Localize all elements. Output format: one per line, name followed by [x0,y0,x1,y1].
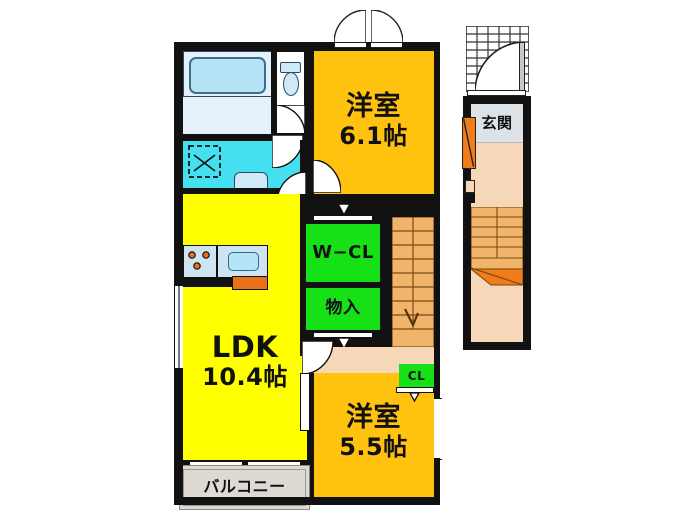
bedroom-upper-label: 洋室 [346,91,401,123]
hall-niche [465,180,475,193]
walk-in-closet [306,224,380,282]
unit-top-wall-mid [366,42,371,51]
ldk-hall-door-swing-icon [302,341,333,374]
entrance-label: 玄関 [481,113,513,132]
unit-left-wall-lower [174,368,183,505]
bedroom-upper-label-group: 洋室 6.1帖 [313,85,434,157]
ldk-window-mullion [178,284,180,370]
storage-label: 物入 [325,298,361,319]
unit-right-wall-lower [434,458,440,505]
toilet-bowl [283,72,299,96]
ldk-right-opening [301,376,308,428]
unit-bottom-wall [174,497,440,505]
bath-washroom-divider [183,134,272,141]
wcl-label-group: W−CL [306,224,380,282]
storage-door-arrow-icon [337,337,351,350]
kitchen-front-bar [183,278,232,287]
closet-small-label-group: CL [399,364,434,388]
bedroom-upper-opening-left [334,42,367,48]
wcl-door [313,215,373,221]
ldk-room [183,194,307,460]
bath-floor [183,96,272,135]
closet-small-arrow-icon [409,392,420,402]
closet-small-label: CL [407,368,426,383]
unit-top-wall-right [402,42,440,51]
unit-left-wall-upper [174,42,183,286]
kitchen-accent-panel [232,276,268,290]
bedroom-lower-label: 洋室 [346,402,401,434]
storage-label-group: 物入 [306,288,380,330]
wcl-label: W−CL [312,241,374,263]
wcl-door-arrow-icon [337,203,351,216]
shoe-box [462,117,476,169]
bedroom-upper-size-label: 6.1帖 [339,121,408,150]
bedroom-lower-size-label: 5.5帖 [339,432,408,461]
balcony-label: バルコニー [203,477,286,497]
storage-closet [306,288,380,330]
hall-wall-jog [463,193,475,203]
kitchen-sink [228,252,259,271]
staircase-hall [471,207,523,287]
ldk-bottom-wall [183,460,307,467]
entrance-door-swing-icon [475,42,525,92]
entrance-room: 玄関 [471,104,523,143]
entrance-floor [471,104,523,143]
balcony-label-group: バルコニー [179,465,310,510]
washroom-bottom-wall [183,188,307,194]
ldk-label-group: LDK 10.4帖 [183,326,307,396]
bedroom-lower-label-group: 洋室 5.5帖 [313,395,434,469]
bathtub [189,57,266,94]
unit-right-wall-upper [434,42,440,398]
kitchen-stove [183,245,216,278]
entrance-threshold [467,90,526,96]
staircase-unit [392,217,434,347]
bedroom-upper-opening-right [370,42,403,48]
washroom-right-wall [300,140,306,194]
bathroom-door-swing-icon [272,135,303,168]
unit-top-wall-left [174,42,334,51]
toilet-door-swing-icon [277,105,305,135]
entrance-door-leaf [519,42,525,92]
bedroom-lower-left-wall [307,373,314,497]
ldk-size-label: 10.4帖 [202,362,288,391]
bedroom-upper-entry-door-icon [313,160,341,193]
bedroom-upper-door-left-swing-icon [334,10,366,43]
ldk-label: LDK [211,330,279,365]
bedroom-upper-left-wall [307,51,314,194]
toilet-wall-left [271,51,277,135]
closet-small [399,364,434,388]
washing-machine-space [188,145,221,178]
kitchen-stove-divider [216,245,218,278]
bedroom-lower-window [434,398,442,460]
bedroom-upper-door-right-swing-icon [371,10,403,43]
